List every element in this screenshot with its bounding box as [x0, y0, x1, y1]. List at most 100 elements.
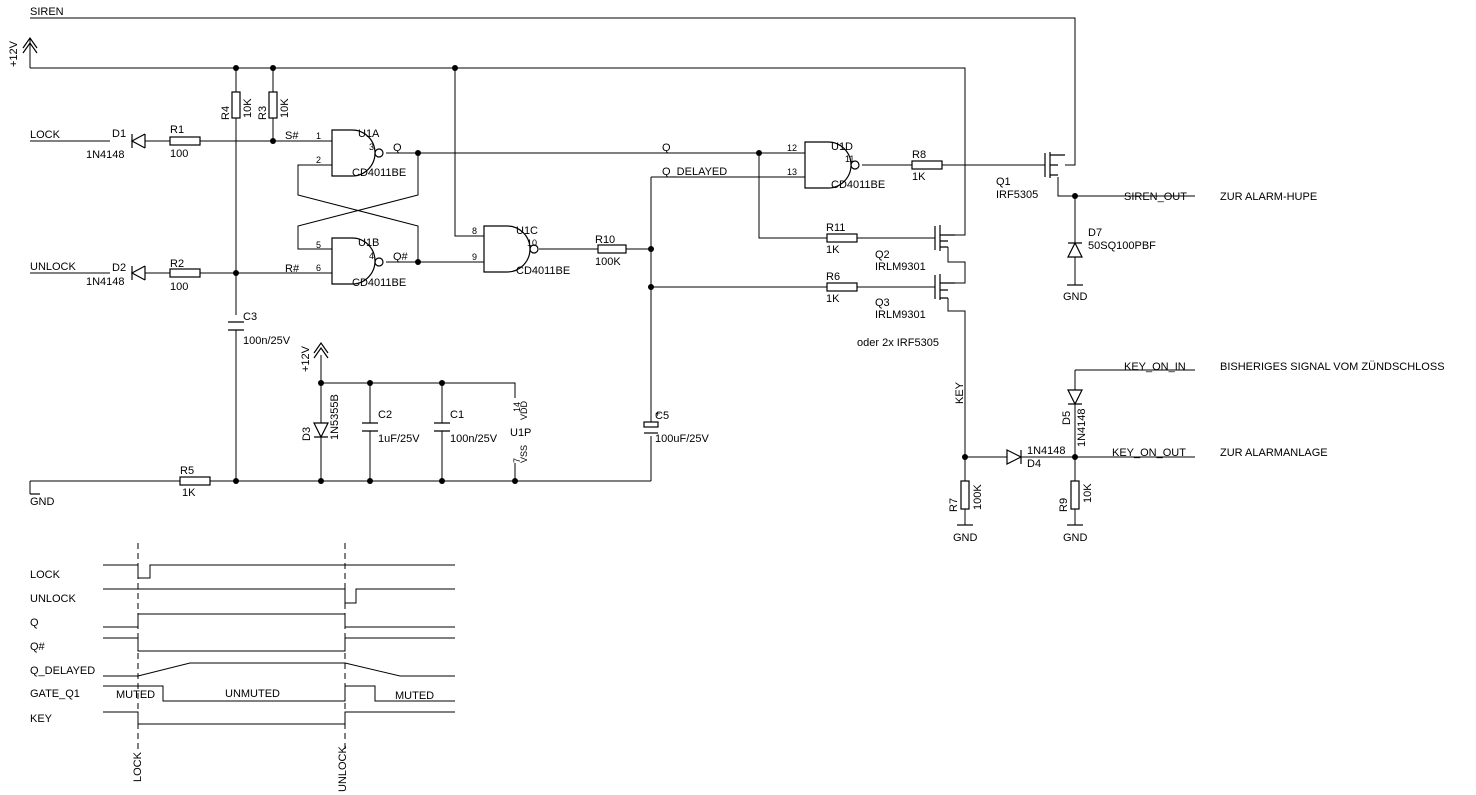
r3-ref: R3 [257, 106, 269, 120]
u1d-pin11: 11 [845, 154, 854, 164]
supply-arrow-regulator: +12V [300, 341, 329, 372]
d5-ref: D5 [1061, 411, 1073, 425]
r5-ref: R5 [180, 465, 194, 477]
net-label-key: KEY [954, 381, 966, 404]
r7-value: 100K [972, 484, 984, 510]
power-unit-u1p: 14 VDD U1P 7 VSS [510, 400, 531, 463]
u1b-ref: U1B [358, 237, 379, 249]
timing-diagram: LOCK UNLOCK Q Q# Q_DELAYED GATE_Q1 KEY M… [30, 543, 455, 792]
mosfet-q1: Q1 IRF5305 [996, 152, 1065, 201]
q2-ref: Q2 [875, 249, 890, 261]
note-alarm-horn: ZUR ALARM-HUPE [1220, 191, 1317, 203]
net-label-siren: SIREN [30, 6, 64, 18]
diode-d2: D2 1N4148 [86, 262, 146, 288]
ground-label-r9: GND [1063, 532, 1088, 544]
r9-value: 10K [1082, 483, 1094, 503]
u1a-pin2: 2 [316, 155, 321, 165]
u1c-pin9: 9 [472, 252, 477, 262]
resistor-r3: R3 10K [257, 91, 291, 120]
u1b-value: CD4011BE [352, 277, 406, 289]
resistor-r2: R2 100 [169, 258, 201, 293]
u1d-pin13: 13 [787, 167, 797, 177]
timing-label-gate-q1: GATE_Q1 [30, 688, 80, 700]
timing-label-q-delayed: Q_DELAYED [30, 665, 95, 677]
mosfet-q2: Q2 IRLM9301 [875, 225, 955, 273]
d2-value: 1N4148 [86, 276, 125, 288]
r7-ref: R7 [948, 498, 960, 512]
ground-label-d7: GND [1063, 291, 1088, 303]
r10-value: 100K [595, 256, 621, 268]
d4-ref: D4 [1027, 458, 1041, 470]
d7-value: 50SQ100PBF [1088, 240, 1156, 252]
resistor-r1: R1 100 [169, 124, 201, 160]
r4-value: 10K [242, 98, 254, 118]
capacitor-c5: + C5 100uF/25V [643, 409, 709, 445]
capacitor-c3: C3 100n/25V [228, 311, 291, 347]
diode-d1: D1 1N4148 [86, 128, 146, 161]
d5-value: 1N4148 [1076, 408, 1088, 447]
u1p-pin14: 14 [512, 402, 522, 412]
u1a-ref: U1A [358, 128, 380, 140]
d4-value: 1N4148 [1027, 445, 1066, 457]
r11-ref: R11 [826, 222, 845, 234]
junction-dots [233, 65, 1078, 484]
ground-symbol-input: GND [30, 493, 55, 508]
resistor-r6: R6 1K [826, 271, 858, 305]
d3-value: 1N5355B [329, 394, 341, 440]
diode-d7: D7 50SQ100PBF [1067, 227, 1156, 258]
ground-symbol-r9: GND [1063, 524, 1088, 544]
d1-value: 1N4148 [86, 149, 125, 161]
r4-ref: R4 [220, 106, 232, 120]
resistor-r8: R8 1K [911, 149, 943, 183]
c3-ref: C3 [243, 311, 257, 323]
resistor-r9: R9 10K [1058, 480, 1094, 512]
r8-ref: R8 [912, 149, 926, 161]
c5-plus: + [655, 409, 660, 419]
u1c-ref: U1C [516, 225, 538, 237]
net-label-unlock: UNLOCK [30, 261, 77, 273]
u1b-pin5: 5 [316, 240, 321, 250]
u1c-pin8: 8 [472, 226, 477, 236]
net-label-q-n: Q# [393, 251, 409, 263]
nand-gate-u1c: U1C CD4011BE 8 9 10 [472, 225, 570, 277]
timing-marker-unlock: UNLOCK [337, 745, 349, 792]
r2-value: 100 [170, 281, 188, 293]
note-ignition: BISHERIGES SIGNAL VOM ZÜNDSCHLOSS [1220, 361, 1445, 373]
resistor-r5: R5 1K [179, 465, 211, 499]
timing-trace-q-n [103, 637, 455, 652]
ground-label-input: GND [30, 496, 55, 508]
timing-state-muted-left: MUTED [116, 689, 155, 701]
ground-symbol-r7: GND [953, 524, 978, 544]
u1p-pin7: 7 [512, 458, 522, 463]
wires [29, 17, 1195, 525]
u1a-pin1: 1 [316, 131, 321, 141]
d7-ref: D7 [1088, 227, 1102, 239]
c3-value: 100n/25V [243, 335, 291, 347]
c1-ref: C1 [450, 409, 464, 421]
u1p-vss: VSS [519, 445, 529, 463]
r6-value: 1K [826, 293, 840, 305]
timing-trace-q [103, 613, 455, 628]
timing-trace-lock [103, 564, 455, 579]
resistor-r7: R7 100K [948, 480, 984, 512]
u1p-ref: U1P [510, 427, 531, 439]
note-alarm-system: ZUR ALARMANLAGE [1220, 447, 1328, 459]
timing-label-q: Q [30, 617, 39, 629]
resistor-r11: R11 1K [826, 222, 858, 256]
note-alt-mosfet: oder 2x IRF5305 [857, 337, 939, 349]
nand-gate-u1b: U1B CD4011BE 5 6 4 [316, 237, 406, 289]
u1p-vdd: VDD [519, 400, 529, 420]
nand-gate-u1d: U1D CD4011BE 12 13 11 [787, 141, 885, 191]
r10-ref: R10 [595, 234, 615, 246]
mosfet-q3: Q3 IRLM9301 [875, 274, 955, 321]
net-label-key-on-in: KEY_ON_IN [1124, 361, 1186, 373]
r1-ref: R1 [170, 124, 184, 136]
r1-value: 100 [170, 148, 188, 160]
u1a-value: CD4011BE [352, 167, 406, 179]
capacitor-c1: C1 100n/25V [434, 409, 498, 445]
net-label-lock: LOCK [30, 129, 61, 141]
r6-ref: R6 [826, 271, 840, 283]
supply-label-regulator: +12V [300, 345, 312, 372]
ground-label-r7: GND [953, 532, 978, 544]
q1-value: IRF5305 [996, 189, 1038, 201]
